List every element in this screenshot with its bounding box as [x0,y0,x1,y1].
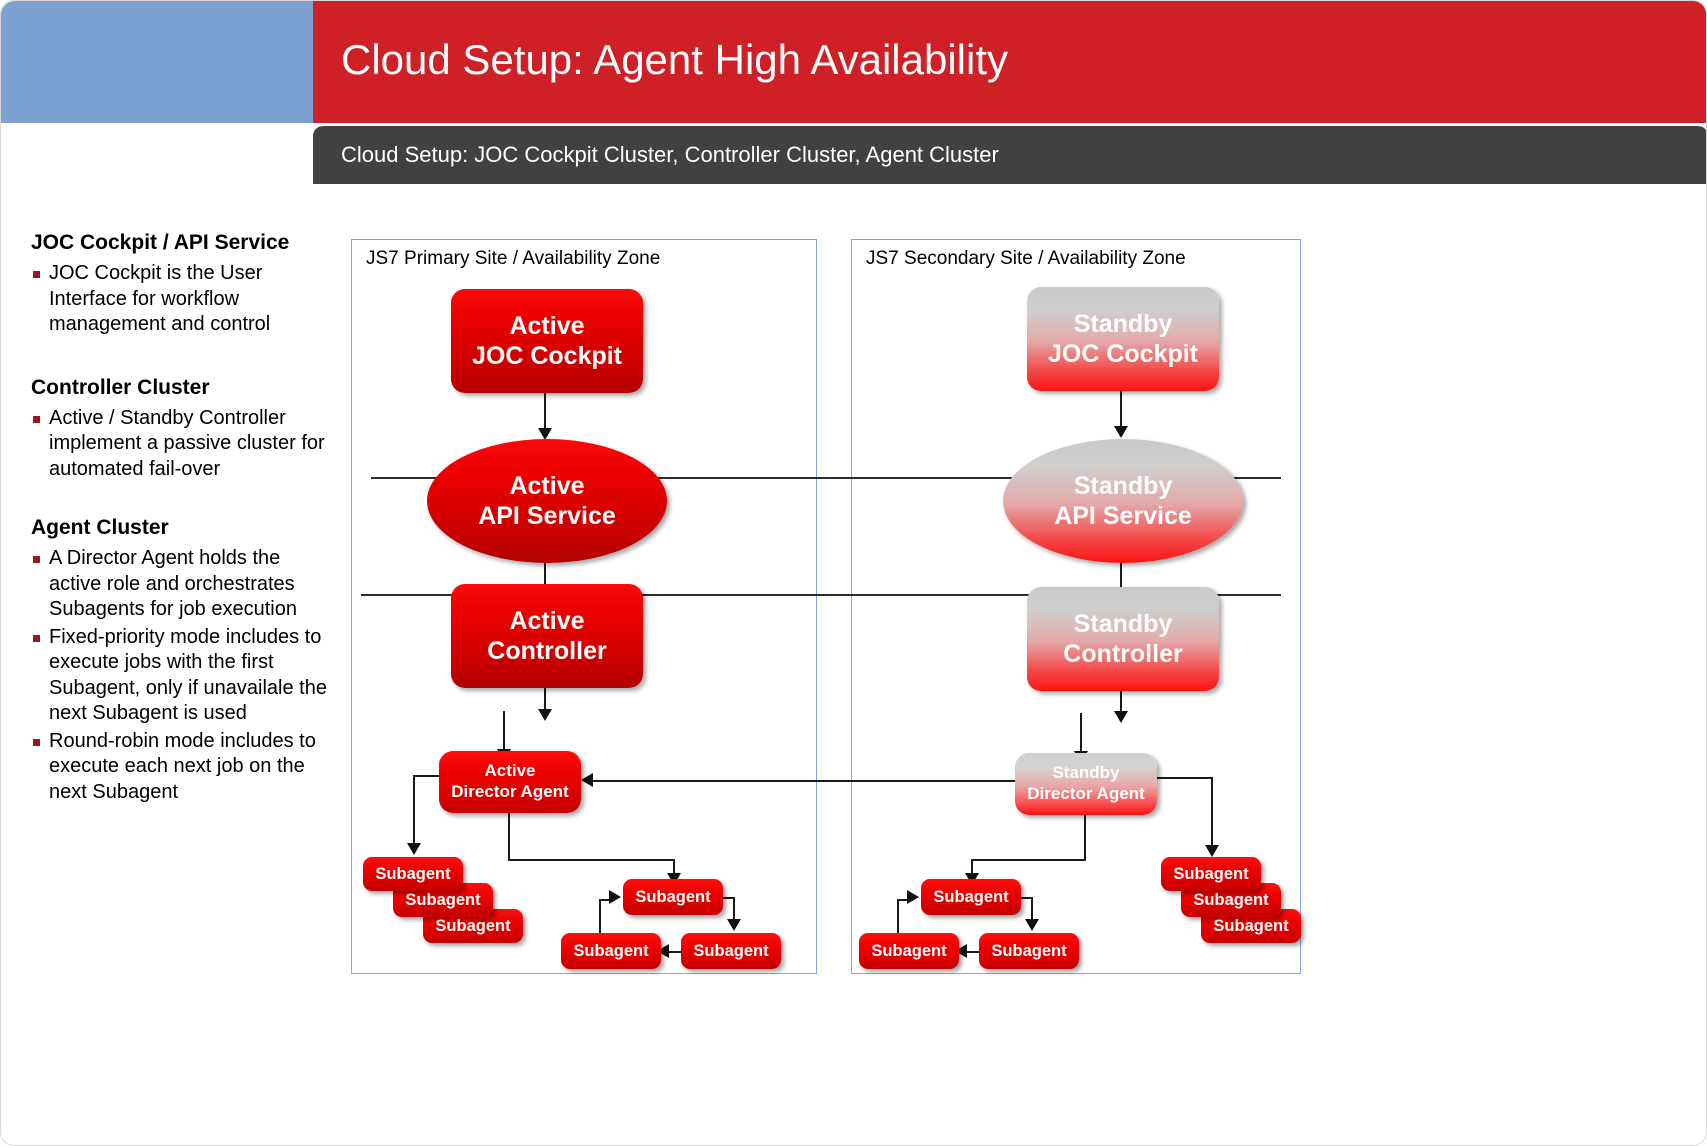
arrow-standby-director-to-subagent-fixed [1205,845,1219,857]
connector-drop-to-rr-subagent [673,859,675,881]
header-red-block [313,1,1706,123]
note-group-title: Agent Cluster [31,516,169,539]
node-standby-director-agent[interactable]: Standby Director Agent [1015,753,1157,815]
rr2-arrow-to-top [907,890,919,904]
connector-standby-joc-to-api [1120,391,1122,429]
rr2-conn-top-to-right [1031,897,1033,923]
rr2-conn-top-to-right-h [1021,897,1033,899]
note-bullet: Round-robin mode includes to execute eac… [31,729,331,806]
controller-agent-bus [371,477,1281,479]
node-active-director-agent[interactable]: Active Director Agent [439,751,581,813]
director-subagent-bus-secondary [361,594,1281,596]
spacer [31,352,331,374]
node-active-api-service[interactable]: Active API Service [427,439,667,563]
arrow-crosslink-to-active-director [581,773,593,787]
note-group-controller: Controller Cluster Active / Standby Cont… [31,374,331,483]
connector-standby-director-right-drop [1211,777,1213,853]
rr-conn-left-to-top [599,899,601,935]
subagent-standby-rr-right[interactable]: Subagent [979,933,1079,969]
node-active-joc-cockpit[interactable]: Active JOC Cockpit [451,289,643,393]
node-active-controller[interactable]: Active Controller [451,584,643,688]
node-standby-controller[interactable]: Standby Controller [1027,587,1219,691]
note-bullet: A Director Agent holds the active role a… [31,546,331,623]
arrow-standby-joc-to-api [1114,426,1128,438]
rr-conn-top-to-right [733,897,735,923]
node-standby-api-service[interactable]: Standby API Service [1003,439,1243,563]
note-bullet: Active / Standby Controller implement a … [31,406,331,483]
rr2-conn-left-to-top [897,899,899,935]
connector-standby-drop-rr [971,859,973,881]
subagent-fixed-1[interactable]: Subagent [363,857,463,891]
subagent-standby-rr-left[interactable]: Subagent [859,933,959,969]
rr-conn-right-to-left [666,951,686,953]
connector-standby-director-stem [1084,815,1086,861]
rr2-conn-right-to-left [964,951,984,953]
connector-standby-director-right-leg [1155,777,1213,779]
arrow-director-to-subagent-fixed [407,843,421,855]
rr-conn-left-to-top-h [599,899,615,901]
note-bullet: JOC Cockpit is the User Interface for wo… [31,261,331,338]
connector-standby-api-to-controller [1120,561,1122,593]
note-group-agent: Agent Cluster A Director Agent holds the… [31,514,331,805]
connector-bus-to-director [503,711,505,753]
connector-directors-crosslink [591,780,1017,782]
connector-director-left-leg [413,775,445,777]
zone-label-secondary: JS7 Secondary Site / Availability Zone [866,248,1186,269]
connector-director-left-drop [413,775,415,851]
connector-joc-to-api [544,393,546,431]
header-subtitle: Cloud Setup: JOC Cockpit Cluster, Contro… [341,142,999,167]
arrow-controller-to-bus [538,709,552,721]
rr2-conn-left-to-top-h [897,899,913,901]
arrow-standby-controller-to-bus [1114,711,1128,723]
rr-arrow-to-top [609,890,621,904]
connector-bus-to-standby-director [1080,713,1082,755]
architecture-diagram: JS7 Primary Site / Availability Zone JS7… [351,239,1301,974]
rr-arrow-to-right [727,919,741,931]
rr-conn-top-to-right-h [723,897,735,899]
subagent-rr-top[interactable]: Subagent [623,879,723,915]
header-blue-block [1,1,313,123]
note-group-joc: JOC Cockpit / API Service JOC Cockpit is… [31,229,331,338]
note-bullet: Fixed-priority mode includes to execute … [31,625,331,727]
note-group-title: JOC Cockpit / API Service [31,231,290,254]
node-standby-joc-cockpit[interactable]: Standby JOC Cockpit [1027,287,1219,391]
spacer [31,496,331,514]
header-subtitle-bar [313,126,1706,184]
subagent-standby-fixed-1[interactable]: Subagent [1161,857,1261,891]
connector-director-bottom-stem [508,813,510,861]
subagent-rr-right[interactable]: Subagent [681,933,781,969]
rr2-arrow-to-right [1025,919,1039,931]
arrow-joc-to-api [538,428,552,440]
connector-controller-to-bus [544,688,546,718]
connector-standby-director-h [971,859,1086,861]
subagent-standby-rr-top[interactable]: Subagent [921,879,1021,915]
page-title: Cloud Setup: Agent High Availability [341,36,1008,83]
sidebar-notes: JOC Cockpit / API Service JOC Cockpit is… [31,229,331,819]
note-group-title: Controller Cluster [31,375,210,399]
connector-director-to-right-group [508,859,675,861]
connector-api-to-controller [544,561,546,593]
connector-standby-controller-to-bus [1120,691,1122,721]
subagent-rr-left[interactable]: Subagent [561,933,661,969]
zone-label-primary: JS7 Primary Site / Availability Zone [366,248,661,269]
